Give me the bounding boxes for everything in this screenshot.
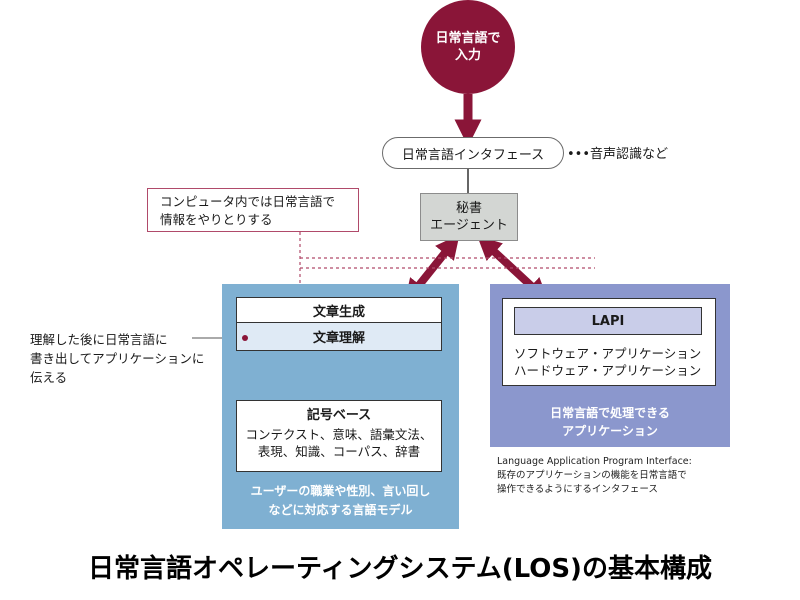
application-caption-line2: アプリケーション (562, 424, 658, 438)
agent-line2: エージェント (430, 218, 508, 233)
interface-pill-label: 日常言語インタフェース (401, 147, 545, 163)
hardware-application-label: ハードウェア・アプリケーション (514, 363, 702, 378)
sentence-understanding-box: 文章理解 (236, 323, 442, 351)
side-note-line3: 伝える (30, 370, 68, 385)
symbol-base-title: 記号ベース (306, 408, 372, 423)
application-caption-line1: 日常言語で処理できる (550, 406, 670, 420)
diagram-title: 日常言語オペレーティングシステム(LOS)の基本構成 (88, 554, 712, 584)
agent-line1: 秘書 (455, 201, 482, 216)
sentence-generation-label: 文章生成 (312, 304, 365, 320)
sentence-understanding-label: 文章理解 (312, 331, 365, 346)
callout-line1: コンピュータ内では日常言語で (160, 194, 336, 209)
secretary-agent-box: 秘書 エージェント (420, 193, 518, 241)
interface-pill: 日常言語インタフェース (382, 137, 564, 169)
lapi-note-line2: 既存のアプリケーションの機能を日常言語で (497, 470, 687, 481)
interface-note: •••音声認識など (567, 147, 669, 162)
language-model-caption-line2: などに対応する言語モデル (268, 503, 413, 517)
input-circle-line2: 入力 (454, 48, 481, 63)
language-model-caption-line1: ユーザーの職業や性別、言い回し (250, 484, 431, 498)
lapi-note-line3: 操作できるようにするインタフェース (497, 484, 658, 495)
side-note-line2: 書き出してアプリケーションに (30, 351, 205, 366)
side-note-line1: 理解した後に日常言語に (30, 332, 168, 347)
software-application-label: ソフトウェア・アプリケーション (514, 346, 702, 361)
callout-line2: 情報をやりとりする (160, 212, 273, 227)
callout-box: コンピュータ内では日常言語で 情報をやりとりする (147, 188, 359, 232)
lapi-box: LAPI (514, 307, 702, 335)
language-model-caption: ユーザーの職業や性別、言い回し などに対応する言語モデル (226, 482, 455, 520)
symbol-base-line2: 表現、知識、コーパス、辞書 (257, 444, 421, 459)
input-circle-line1: 日常言語で (435, 31, 501, 46)
leader-dot (242, 335, 248, 341)
symbol-base-line1: コンテクスト、意味、語彙文法、 (245, 427, 433, 442)
side-note: 理解した後に日常言語に 書き出してアプリケーションに 伝える (30, 330, 204, 387)
lapi-definition-note: Language Application Program Interface: … (497, 455, 737, 497)
sentence-generation-box: 文章生成 (236, 297, 442, 323)
symbol-base-box: 記号ベース コンテクスト、意味、語彙文法、 表現、知識、コーパス、辞書 (236, 400, 442, 472)
input-circle: 日常言語で 入力 (421, 0, 515, 94)
application-list: ソフトウェア・アプリケーション ハードウェア・アプリケーション (514, 345, 710, 379)
lapi-label: LAPI (591, 313, 625, 329)
application-caption: 日常言語で処理できる アプリケーション (494, 404, 726, 440)
lapi-note-line1: Language Application Program Interface: (497, 456, 692, 467)
